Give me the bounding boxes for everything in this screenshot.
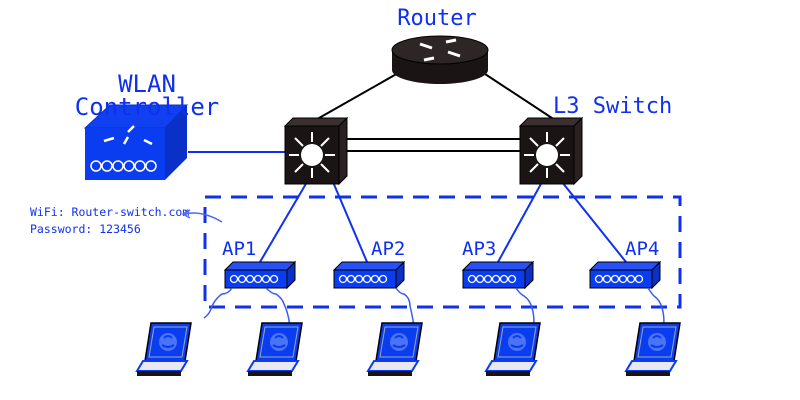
links: [188, 71, 627, 263]
laptop-icon: [136, 322, 192, 377]
ap2-icon: [333, 261, 405, 289]
wlan-controller-label-line2: Controller: [75, 93, 220, 121]
wifi-password-note: Password: 123456: [30, 222, 141, 236]
link-l3switch-ap3: [497, 181, 543, 263]
laptop-icon: [625, 322, 681, 377]
laptop-icon: [247, 322, 303, 377]
link-switch-ap1: [259, 181, 308, 263]
wireless-link-icon: [515, 287, 535, 325]
ap1-icon: [224, 261, 296, 289]
wifi-ssid-note: WiFi: Router-switch.com: [30, 205, 189, 219]
wireless-link-icon: [395, 287, 415, 327]
wireless-links: [203, 287, 665, 327]
wlan-dashed-boundary: [203, 195, 682, 309]
link-router-left-switch: [311, 71, 401, 123]
wlan-controller-label-line1: WLAN: [118, 70, 176, 98]
ap2-label: AP2: [371, 238, 405, 260]
laptop-icon: [485, 322, 541, 377]
ap4-icon: [589, 261, 661, 289]
note-arrow-icon: [181, 209, 223, 223]
link-router-l3-switch: [481, 71, 559, 123]
wireless-link-icon: [203, 287, 233, 319]
l3-switch-icon: [519, 117, 583, 185]
wireless-link-icon: [265, 287, 291, 327]
laptop-icon: [367, 322, 423, 377]
ap1-label: AP1: [222, 238, 256, 260]
ap3-icon: [462, 261, 534, 289]
link-l3switch-ap4: [561, 181, 627, 263]
ap3-label: AP3: [462, 238, 496, 260]
router-label: Router: [397, 6, 476, 31]
link-switch-ap2: [332, 181, 368, 263]
distribution-switch-icon: [284, 117, 348, 185]
ap4-label: AP4: [625, 238, 659, 260]
l3-switch-label: L3 Switch: [553, 94, 672, 119]
wireless-link-icon: [647, 287, 665, 325]
wlan-controller-icon: [83, 104, 189, 180]
router-icon: [391, 35, 489, 84]
